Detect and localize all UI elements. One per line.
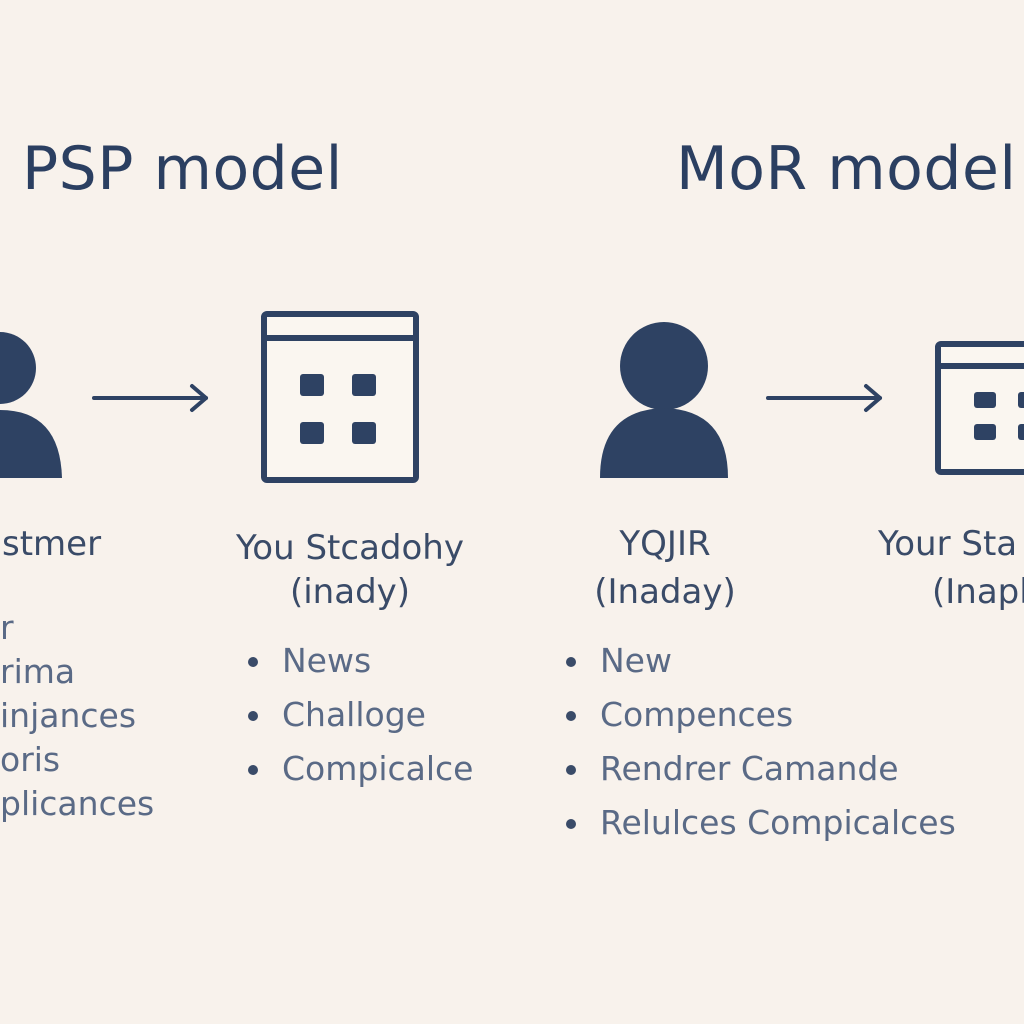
- psp-feature-list: News Challoge Compicalce: [248, 634, 473, 796]
- app-window-icon: [261, 311, 419, 483]
- mor-user-label-line1: YQJIR: [619, 524, 711, 564]
- psp-app-label-line2: (inady): [289, 572, 411, 612]
- mor-model-title: MoR model: [676, 134, 1017, 204]
- app-window-icon: [935, 341, 1024, 475]
- mor-app-label: Your Sta (Inapl: [878, 522, 1024, 614]
- customer-label: stmer: [2, 524, 102, 564]
- psp-feature-item: News: [248, 634, 473, 688]
- mor-flow-arrow-icon: [766, 384, 882, 412]
- psp-app-label-line1: You Stcadohy: [236, 528, 464, 568]
- customer-person-icon: [0, 332, 62, 478]
- mor-user-label: YQJIR (Inaday): [560, 522, 770, 614]
- left-fragment-item: rima: [0, 652, 76, 691]
- mor-feature-item: Rendrer Camande: [566, 742, 956, 796]
- left-fragment-item: injances: [0, 696, 137, 735]
- user-person-icon: [600, 322, 728, 478]
- psp-feature-item: Compicalce: [248, 742, 473, 796]
- left-fragment-item: r: [0, 608, 14, 647]
- mor-feature-item: New: [566, 634, 956, 688]
- mor-feature-item: Compences: [566, 688, 956, 742]
- left-fragment-item: plicances: [0, 784, 155, 823]
- left-fragment-list: r rima injances oris plicances: [0, 606, 154, 826]
- psp-model-title: PSP model: [22, 134, 343, 204]
- mor-feature-item: Relulces Compicalces: [566, 796, 956, 850]
- psp-app-label: You Stcadohy (inady): [205, 526, 495, 614]
- mor-app-label-line2: (Inapl: [932, 572, 1024, 612]
- mor-user-label-line2: (Inaday): [594, 572, 736, 612]
- psp-feature-item: Challoge: [248, 688, 473, 742]
- mor-app-label-line1: Your Sta: [878, 524, 1018, 564]
- mor-feature-list: New Compences Rendrer Camande Relulces C…: [566, 634, 956, 850]
- left-fragment-item: oris: [0, 740, 61, 779]
- psp-flow-arrow-icon: [92, 384, 208, 412]
